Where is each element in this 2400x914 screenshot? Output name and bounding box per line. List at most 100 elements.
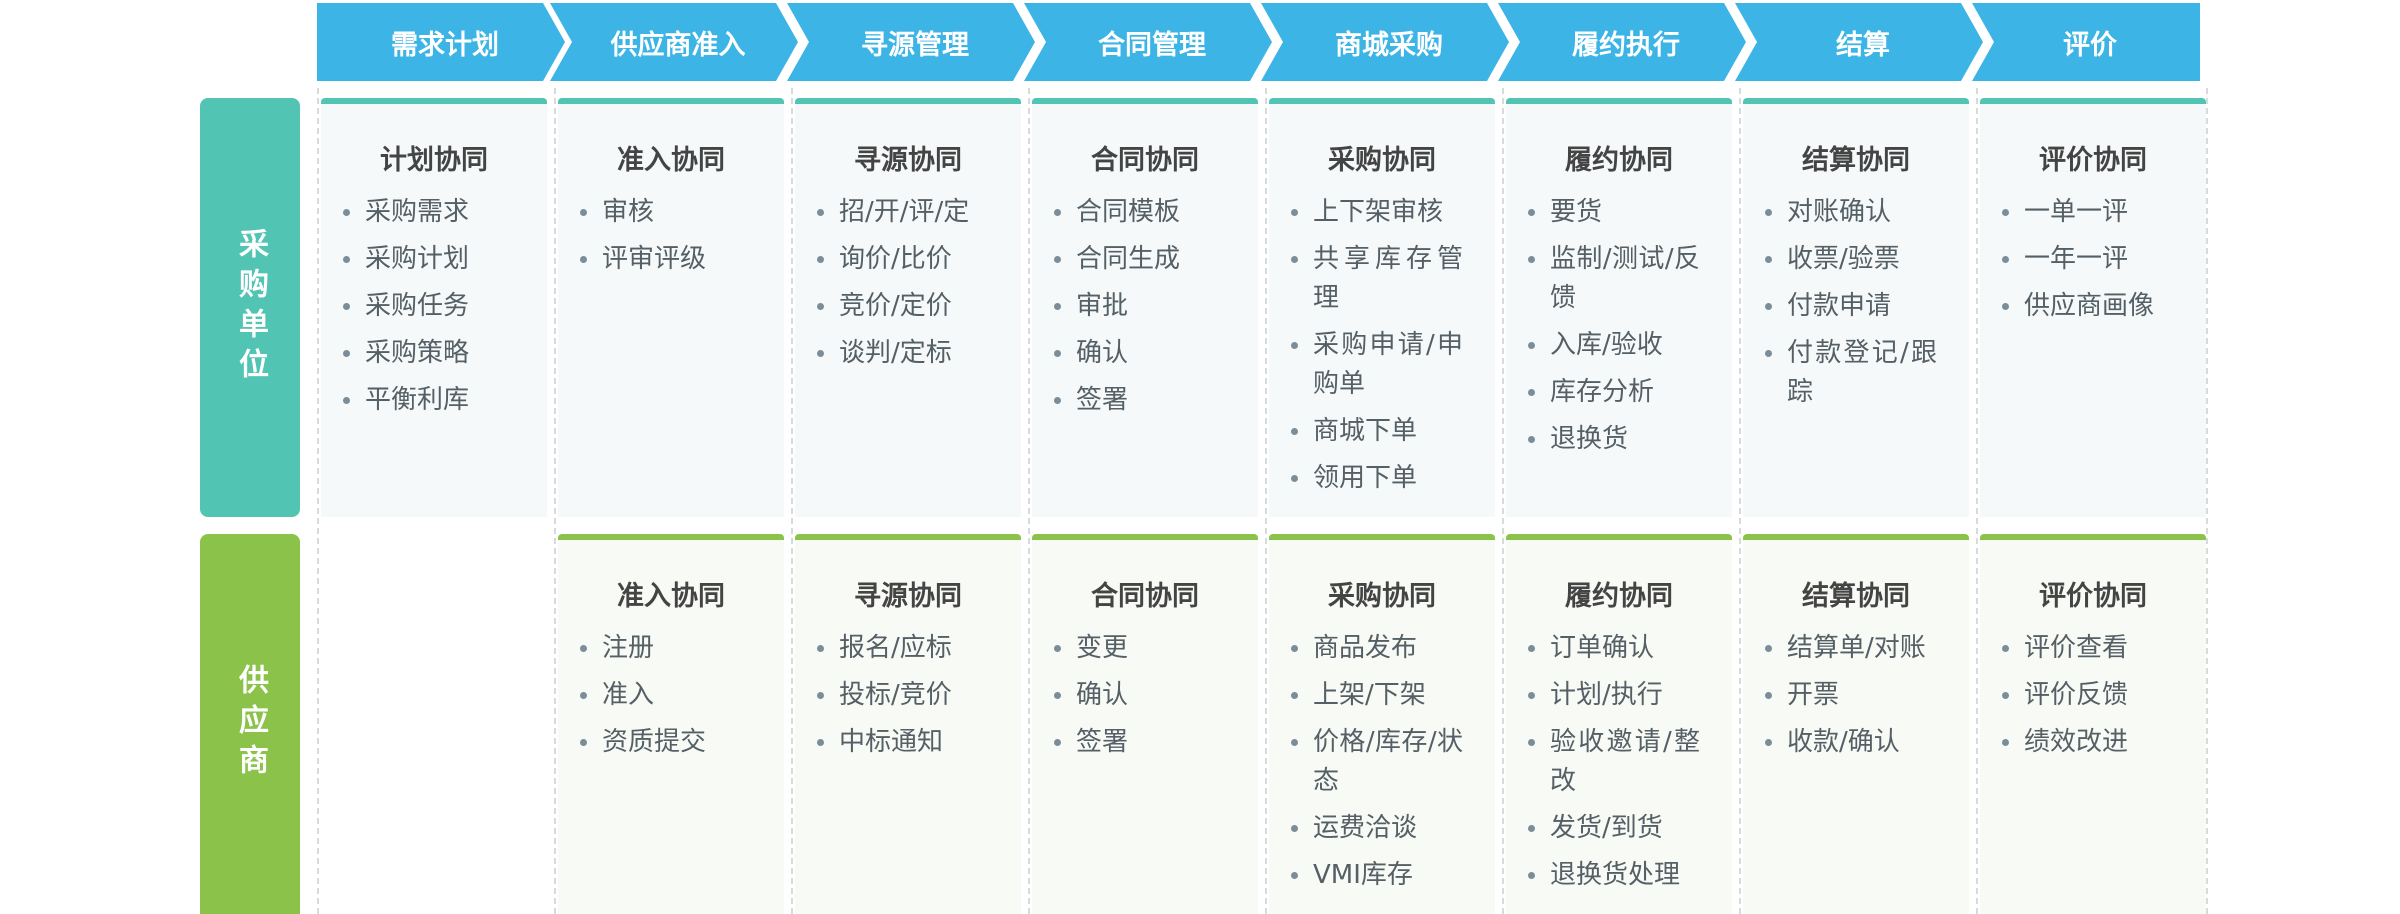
list-item: 运费洽谈 xyxy=(1291,809,1463,848)
cell-supplier-4: 合同协同变更确认签署 xyxy=(1032,534,1258,914)
list-item: 审批 xyxy=(1054,287,1226,326)
list-item: 共享库存管理 xyxy=(1291,240,1463,318)
cell-title: 采购协同 xyxy=(1328,145,1436,176)
list-item: 商城下单 xyxy=(1291,412,1463,451)
cell-title: 准入协同 xyxy=(617,145,725,176)
cell-buyer-3: 寻源协同招/开/评/定询价/比价竞价/定价谈判/定标 xyxy=(795,98,1021,517)
list-item: 要货 xyxy=(1528,193,1700,232)
list-item: 入库/验收 xyxy=(1528,326,1700,365)
cell-supplier-7: 结算协同结算单/对账开票收款/确认 xyxy=(1743,534,1969,914)
item-list: 一单一评一年一评供应商画像 xyxy=(1980,193,2206,326)
list-item: 收款/确认 xyxy=(1765,723,1937,762)
item-list: 变更确认签署 xyxy=(1032,629,1258,762)
list-item: 一年一评 xyxy=(2002,240,2174,279)
stage-header-1: 需求计划 xyxy=(317,3,565,81)
stage-label: 结算 xyxy=(1836,29,1890,61)
cell-buyer-7: 结算协同对账确认收票/验票付款申请付款登记/跟踪 xyxy=(1743,98,1969,517)
cell-title: 履约协同 xyxy=(1565,581,1673,612)
item-list: 订单确认计划/执行验收邀请/整改发货/到货退换货处理 xyxy=(1506,629,1732,895)
item-list: 结算单/对账开票收款/确认 xyxy=(1743,629,1969,762)
list-item: 评价查看 xyxy=(2002,629,2174,668)
list-item: 一单一评 xyxy=(2002,193,2174,232)
list-item: 变更 xyxy=(1054,629,1226,668)
list-item: 付款登记/跟踪 xyxy=(1765,334,1937,412)
column-divider xyxy=(1976,88,1978,914)
list-item: 签署 xyxy=(1054,723,1226,762)
list-item: 采购任务 xyxy=(343,287,515,326)
cell-title: 寻源协同 xyxy=(854,581,962,612)
stage-header-8: 评价 xyxy=(1972,3,2200,81)
list-item: 评审评级 xyxy=(580,240,752,279)
list-item: 准入 xyxy=(580,676,752,715)
cell-title: 寻源协同 xyxy=(854,145,962,176)
list-item: VMI库存 xyxy=(1291,856,1463,895)
list-item: 采购计划 xyxy=(343,240,515,279)
cell-title: 评价协同 xyxy=(2039,145,2147,176)
cell-title: 结算协同 xyxy=(1802,581,1910,612)
list-item: 领用下单 xyxy=(1291,459,1463,498)
list-item: 招/开/评/定 xyxy=(817,193,989,232)
cell-title: 结算协同 xyxy=(1802,145,1910,176)
list-item: 询价/比价 xyxy=(817,240,989,279)
item-list: 要货监制/测试/反馈入库/验收库存分析退换货 xyxy=(1506,193,1732,459)
column-divider xyxy=(1739,88,1741,914)
item-list: 招/开/评/定询价/比价竞价/定价谈判/定标 xyxy=(795,193,1021,373)
list-item: 供应商画像 xyxy=(2002,287,2174,326)
list-item: 采购需求 xyxy=(343,193,515,232)
cell-buyer-5: 采购协同上下架审核共享库存管理采购申请/申购单商城下单领用下单 xyxy=(1269,98,1495,517)
list-item: 审核 xyxy=(580,193,752,232)
list-item: 资质提交 xyxy=(580,723,752,762)
list-item: 价格/库存/状态 xyxy=(1291,723,1463,801)
cell-buyer-6: 履约协同要货监制/测试/反馈入库/验收库存分析退换货 xyxy=(1506,98,1732,517)
list-item: 报名/应标 xyxy=(817,629,989,668)
item-list: 采购需求采购计划采购任务采购策略平衡利库 xyxy=(321,193,547,420)
list-item: 验收邀请/整改 xyxy=(1528,723,1700,801)
cell-title: 评价协同 xyxy=(2039,581,2147,612)
item-list: 合同模板合同生成审批确认签署 xyxy=(1032,193,1258,420)
cell-title: 准入协同 xyxy=(617,581,725,612)
list-item: 采购申请/申购单 xyxy=(1291,326,1463,404)
stage-label: 商城采购 xyxy=(1335,29,1443,61)
list-item: 订单确认 xyxy=(1528,629,1700,668)
list-item: 库存分析 xyxy=(1528,373,1700,412)
cell-title: 合同协同 xyxy=(1091,145,1199,176)
list-item: 退换货 xyxy=(1528,420,1700,459)
stage-header-5: 商城采购 xyxy=(1261,3,1509,81)
stage-label: 合同管理 xyxy=(1098,29,1206,61)
cell-buyer-1: 计划协同采购需求采购计划采购任务采购策略平衡利库 xyxy=(321,98,547,517)
list-item: 竞价/定价 xyxy=(817,287,989,326)
list-item: 合同模板 xyxy=(1054,193,1226,232)
item-list: 注册准入资质提交 xyxy=(558,629,784,762)
row-label-buyer: 采购单位 xyxy=(200,98,300,517)
cell-supplier-2: 准入协同注册准入资质提交 xyxy=(558,534,784,914)
cell-title: 合同协同 xyxy=(1091,581,1199,612)
column-divider xyxy=(791,88,793,914)
list-item: 商品发布 xyxy=(1291,629,1463,668)
list-item: 确认 xyxy=(1054,334,1226,373)
column-divider xyxy=(317,88,319,914)
stage-header-6: 履约执行 xyxy=(1498,3,1746,81)
cell-supplier-6: 履约协同订单确认计划/执行验收邀请/整改发货/到货退换货处理 xyxy=(1506,534,1732,914)
cell-title: 计划协同 xyxy=(380,145,488,176)
stage-label: 需求计划 xyxy=(391,29,499,61)
stage-label: 履约执行 xyxy=(1572,29,1680,61)
list-item: 绩效改进 xyxy=(2002,723,2174,762)
stage-label: 寻源管理 xyxy=(861,29,969,61)
cell-supplier-3: 寻源协同报名/应标投标/竞价中标通知 xyxy=(795,534,1021,914)
list-item: 对账确认 xyxy=(1765,193,1937,232)
list-item: 收票/验票 xyxy=(1765,240,1937,279)
list-item: 上下架审核 xyxy=(1291,193,1463,232)
item-list: 报名/应标投标/竞价中标通知 xyxy=(795,629,1021,762)
list-item: 确认 xyxy=(1054,676,1226,715)
list-item: 中标通知 xyxy=(817,723,989,762)
stage-label: 评价 xyxy=(2063,29,2117,61)
stage-header-2: 供应商准入 xyxy=(550,3,798,81)
list-item: 评价反馈 xyxy=(2002,676,2174,715)
row-label-supplier: 供应商 xyxy=(200,534,300,914)
list-item: 结算单/对账 xyxy=(1765,629,1937,668)
list-item: 平衡利库 xyxy=(343,381,515,420)
list-item: 开票 xyxy=(1765,676,1937,715)
stage-header-4: 合同管理 xyxy=(1024,3,1272,81)
